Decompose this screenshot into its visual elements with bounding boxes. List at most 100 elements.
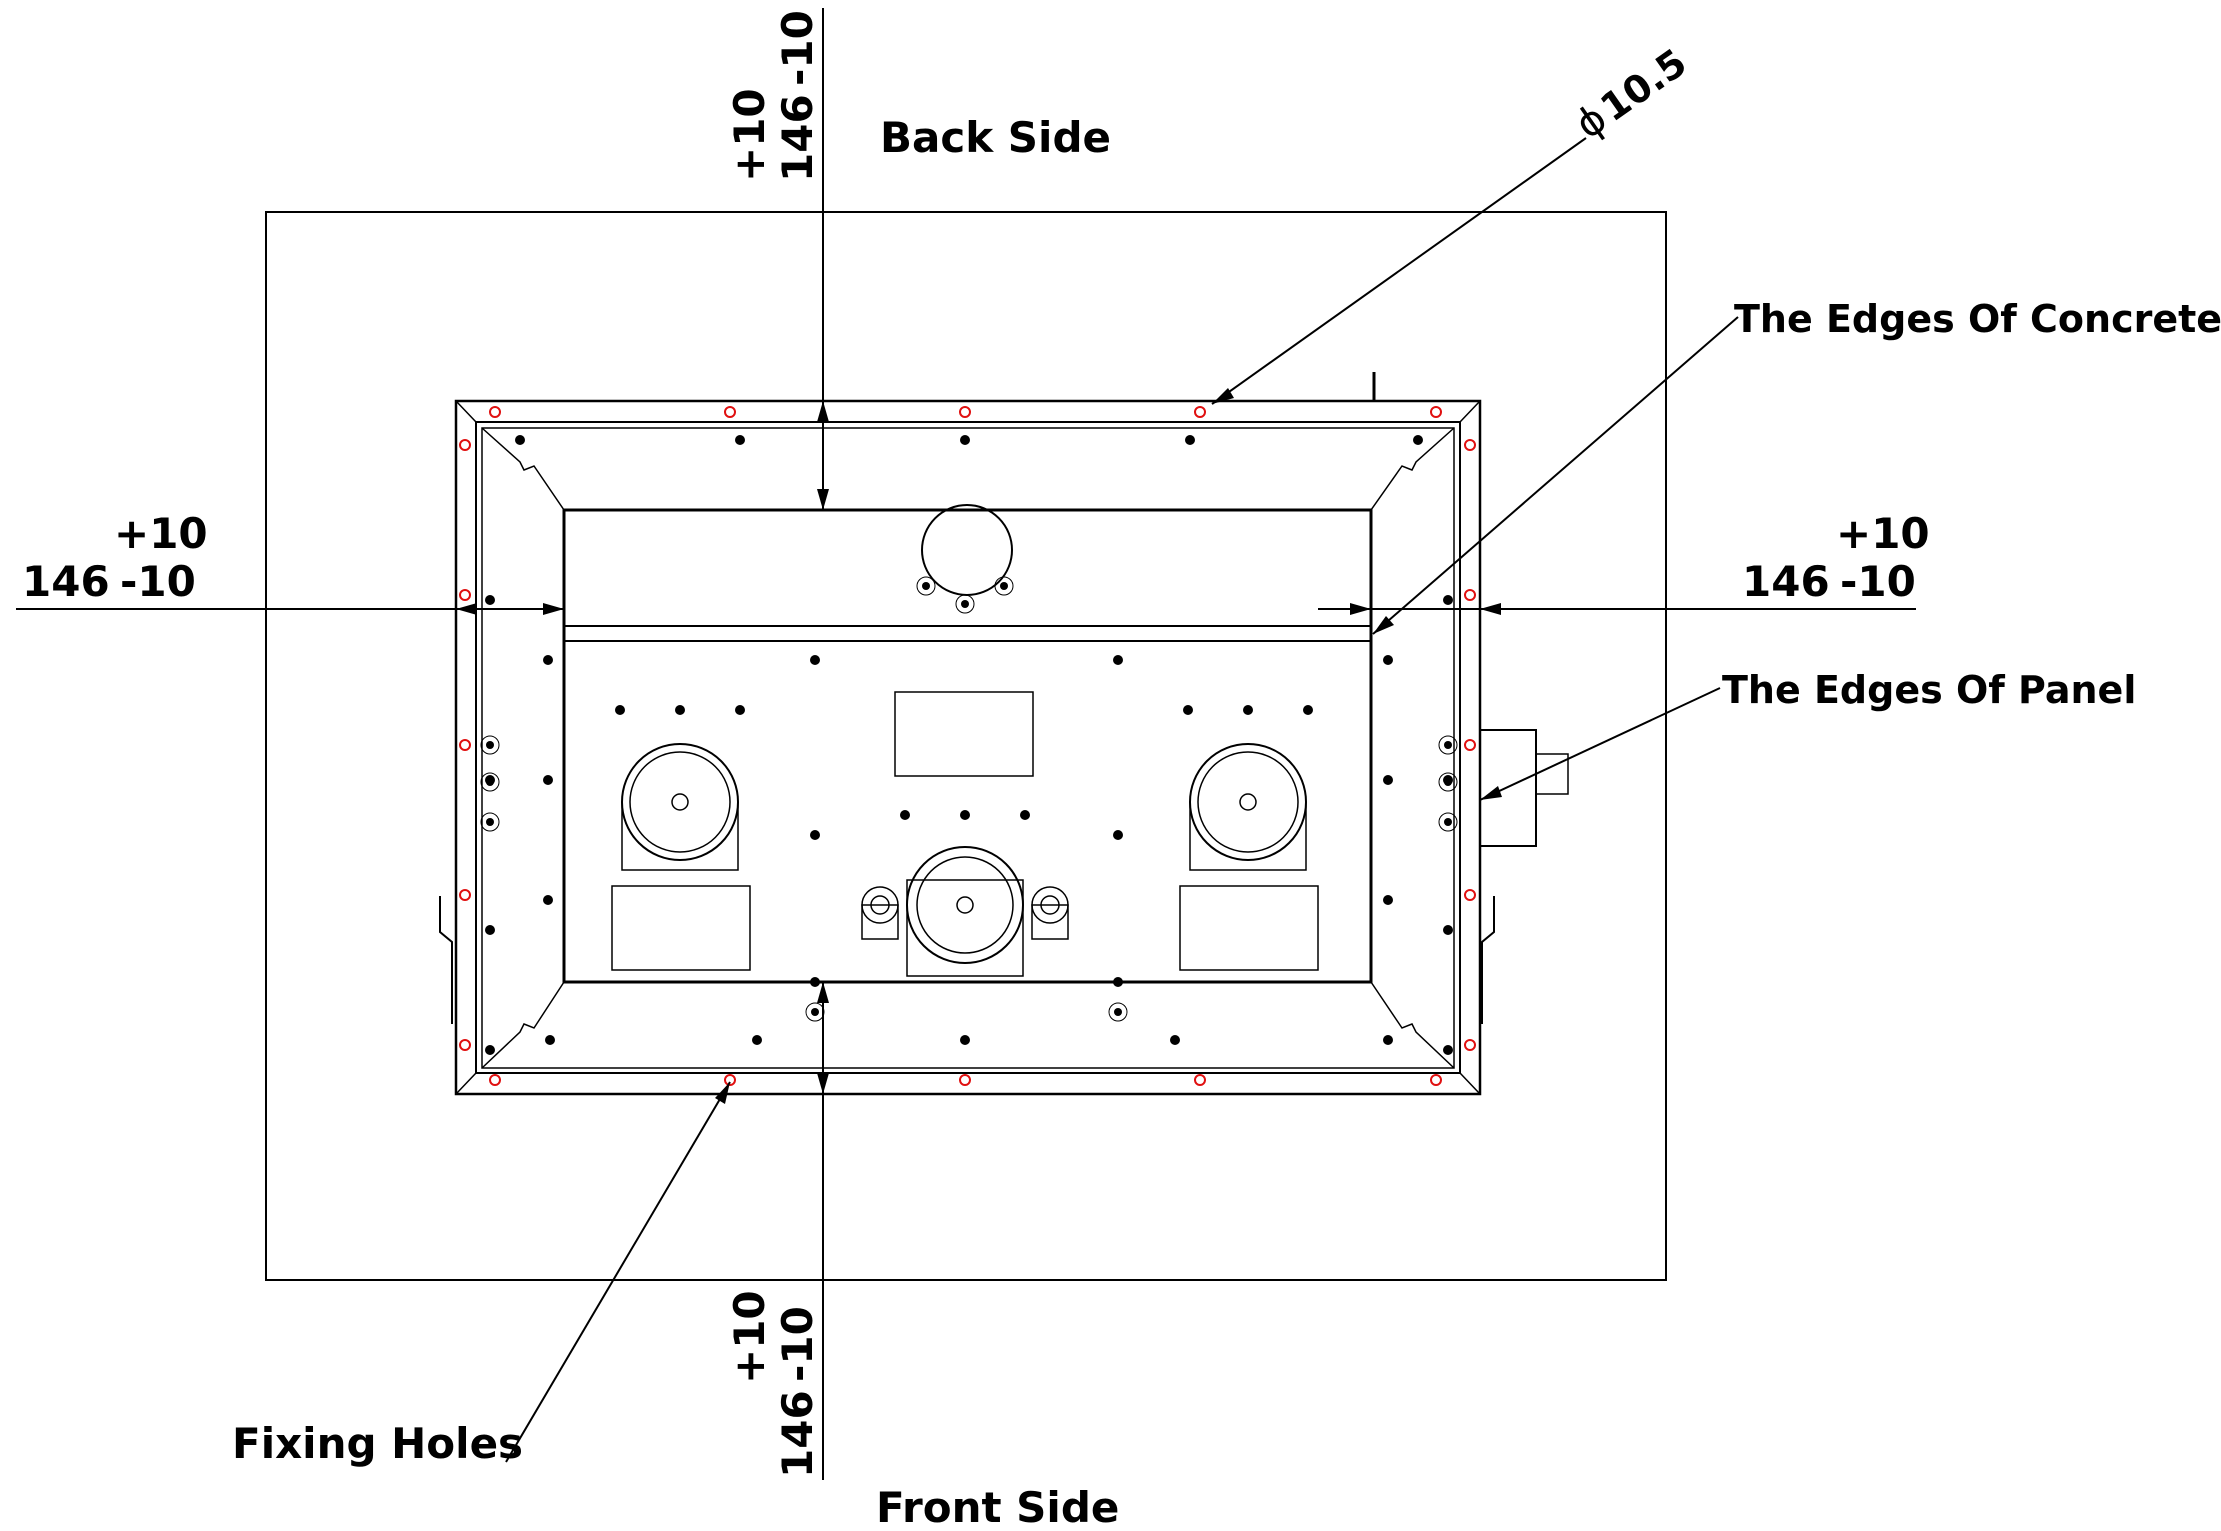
- bevel-bl: [481, 981, 565, 1069]
- fixing-hole: [1464, 889, 1476, 901]
- dim-left-nominal: 146: [22, 557, 110, 606]
- bolt-hole: [1183, 705, 1193, 715]
- dim-left-lower-tol: -10: [120, 557, 196, 606]
- edges-panel-label: The Edges Of Panel: [1722, 668, 2136, 712]
- frame-flange: [481, 427, 1455, 1069]
- arrow-icon: [817, 489, 829, 510]
- fixing-hole: [489, 406, 501, 418]
- washer: [994, 576, 1014, 596]
- fixing-holes-label: Fixing Holes: [232, 1419, 523, 1468]
- bolt-hole: [1383, 775, 1393, 785]
- frame-corner-line: [455, 400, 477, 423]
- arrow-icon: [817, 401, 829, 422]
- fixing-hole: [1430, 1074, 1442, 1086]
- edges-concrete-label: The Edges Of Concrete: [1734, 297, 2221, 341]
- fixing-hole: [1464, 439, 1476, 451]
- bolt-hole: [900, 810, 910, 820]
- dim-right-nominal: 146: [1742, 557, 1830, 606]
- fan-opening: [921, 504, 1013, 596]
- washer: [1108, 1002, 1128, 1022]
- center-pump-inner: [916, 856, 1014, 954]
- washer: [1438, 735, 1458, 755]
- fixing-holes-group: [459, 406, 1476, 1086]
- frame-corner-line: [1459, 400, 1481, 423]
- bolt-hole: [543, 655, 553, 665]
- bolt-hole: [1444, 741, 1452, 749]
- frame-inner: [475, 421, 1461, 1074]
- leader-panel: [1479, 687, 1721, 801]
- fixing-hole: [724, 1074, 736, 1086]
- bolt-hole: [960, 810, 970, 820]
- dim-bottom-text: +10 146 -10: [725, 1290, 822, 1478]
- fixing-hole: [459, 589, 471, 601]
- left-motor-outer: [621, 743, 739, 861]
- junction-box-left: [611, 885, 751, 971]
- bolt-hole: [1113, 977, 1123, 987]
- front-side-label: Front Side: [876, 1483, 1119, 1531]
- fixing-hole: [489, 1074, 501, 1086]
- bolt-hole: [545, 1035, 555, 1045]
- fixing-hole: [959, 1074, 971, 1086]
- washer: [1438, 772, 1458, 792]
- dim-top-upper-tol: +10: [725, 88, 774, 182]
- arrow-icon: [1373, 616, 1394, 634]
- left-motor-shaft: [671, 793, 689, 811]
- arrow-icon: [817, 1073, 829, 1094]
- fixing-hole: [1430, 406, 1442, 418]
- bolt-hole: [1443, 1045, 1453, 1055]
- fixing-hole: [1194, 406, 1206, 418]
- bolt-hole: [810, 655, 820, 665]
- bolt-hole: [1020, 810, 1030, 820]
- bevel-tl: [481, 427, 565, 511]
- bolt-hole: [1444, 818, 1452, 826]
- bolt-hole: [752, 1035, 762, 1045]
- dim-right-lower-tol: -10: [1840, 557, 1916, 606]
- right-motor-outer: [1189, 743, 1307, 861]
- bolt-hole: [811, 1008, 819, 1016]
- bolt-hole: [1443, 595, 1453, 605]
- concrete-outline: [265, 211, 1667, 1281]
- arrow-icon: [1480, 786, 1502, 800]
- dim-top-text: +10 146 -10: [725, 10, 822, 182]
- washer: [480, 812, 500, 832]
- bolt-hole: [1303, 705, 1313, 715]
- bolt-hole: [485, 595, 495, 605]
- right-motor-shaft: [1239, 793, 1257, 811]
- washer: [955, 594, 975, 614]
- bolt-hole: [922, 582, 930, 590]
- bolt-hole: [1113, 655, 1123, 665]
- arrow-icon: [1480, 603, 1501, 615]
- bolt-hole: [1444, 778, 1452, 786]
- bolt-hole: [961, 600, 969, 608]
- bolt-hole: [485, 925, 495, 935]
- bolt-hole: [960, 1035, 970, 1045]
- diameter-callout: ϕ 10.5: [1567, 40, 1694, 148]
- diameter-value: 10.5: [1592, 40, 1694, 130]
- fixing-hole: [459, 889, 471, 901]
- bolt-hole: [1443, 925, 1453, 935]
- arrow-icon: [1350, 603, 1371, 615]
- fixing-hole: [1464, 589, 1476, 601]
- bolt-holes: [480, 435, 1458, 1055]
- bolt-hole: [675, 705, 685, 715]
- fixing-hole: [959, 406, 971, 418]
- dim-top-lower-tol: -10: [773, 10, 822, 86]
- fixing-hole: [1194, 1074, 1206, 1086]
- junction-box-right: [1179, 885, 1319, 971]
- center-pump-outer: [906, 846, 1024, 964]
- bevel-br: [1370, 981, 1455, 1069]
- center-pump-shaft: [956, 896, 974, 914]
- dim-bottom-nominal: 146: [773, 1390, 822, 1478]
- leader-diameter: [1211, 137, 1587, 405]
- arrow-icon: [543, 603, 564, 615]
- bevel-tr: [1370, 427, 1455, 511]
- fixing-hole: [724, 406, 736, 418]
- left-motor-base: [621, 802, 739, 871]
- bolt-hole: [486, 778, 494, 786]
- panel-outline: [562, 508, 1373, 984]
- bolt-hole: [515, 435, 525, 445]
- bolt-hole: [486, 741, 494, 749]
- fixing-hole: [459, 1039, 471, 1051]
- dim-left-upper-tol: +10: [114, 509, 208, 558]
